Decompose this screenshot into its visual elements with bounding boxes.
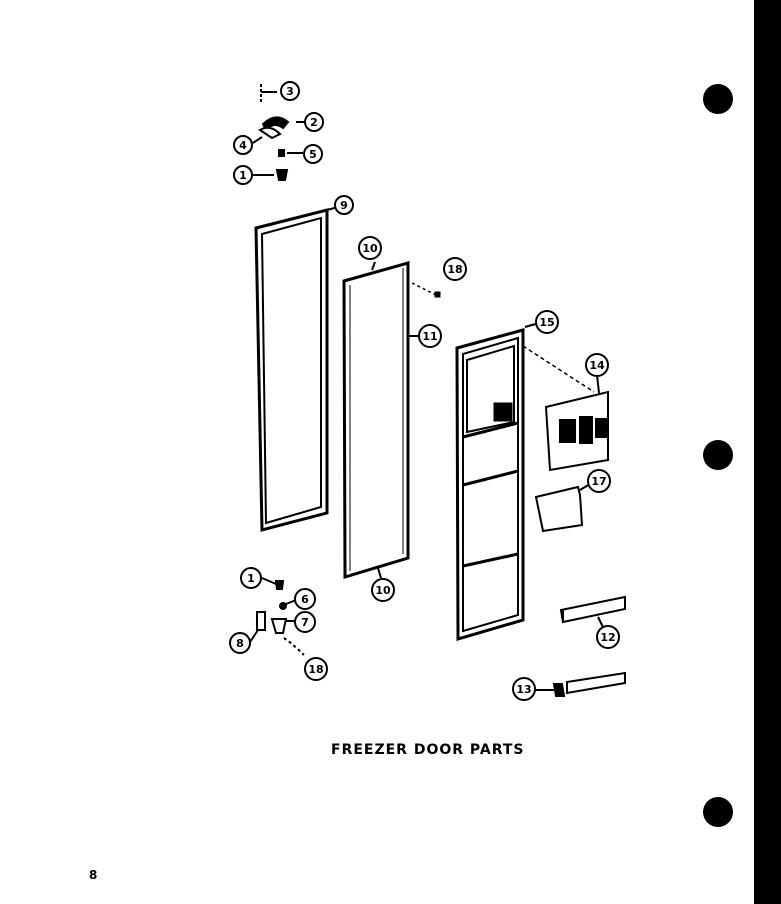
callout-12: 12 bbox=[596, 625, 620, 649]
callout-1-bottom: 1 bbox=[240, 567, 262, 589]
svg-text:1: 1 bbox=[247, 572, 255, 585]
door-gasket bbox=[254, 206, 339, 532]
svg-text:14: 14 bbox=[589, 359, 605, 372]
svg-text:12: 12 bbox=[600, 631, 615, 644]
callout-15: 15 bbox=[535, 310, 559, 334]
svg-text:18: 18 bbox=[308, 663, 323, 676]
svg-text:13: 13 bbox=[516, 683, 531, 696]
callout-7: 7 bbox=[294, 611, 316, 633]
callout-5: 5 bbox=[303, 144, 323, 164]
callout-18-top: 18 bbox=[443, 257, 467, 281]
punch-hole-middle bbox=[703, 440, 733, 470]
callout-10-bottom: 10 bbox=[371, 578, 395, 602]
door-panel bbox=[342, 261, 441, 580]
punch-hole-bottom bbox=[703, 797, 733, 827]
bottom-hinge-assembly bbox=[249, 577, 305, 656]
callout-6: 6 bbox=[294, 588, 316, 610]
callout-18-bottom: 18 bbox=[304, 657, 328, 681]
callout-3: 3 bbox=[280, 81, 300, 101]
svg-text:8: 8 bbox=[236, 637, 244, 650]
svg-text:2: 2 bbox=[310, 116, 318, 129]
callout-2: 2 bbox=[304, 112, 324, 132]
callout-10-top: 10 bbox=[358, 236, 382, 260]
page-number: 8 bbox=[89, 868, 98, 882]
scan-edge-bar bbox=[754, 0, 781, 904]
callout-1-top: 1 bbox=[233, 165, 253, 185]
svg-text:17: 17 bbox=[591, 475, 606, 488]
callout-4: 4 bbox=[233, 135, 253, 155]
door-handle bbox=[559, 595, 626, 628]
svg-text:5: 5 bbox=[309, 148, 317, 161]
svg-text:9: 9 bbox=[340, 199, 348, 212]
svg-text:7: 7 bbox=[301, 616, 309, 629]
callout-9: 9 bbox=[334, 195, 354, 215]
svg-text:15: 15 bbox=[539, 316, 554, 329]
svg-text:1: 1 bbox=[239, 169, 247, 182]
callout-11: 11 bbox=[418, 324, 442, 348]
punch-hole-top bbox=[703, 84, 733, 114]
diagram-title: FREEZER DOOR PARTS bbox=[331, 742, 525, 758]
callout-13: 13 bbox=[512, 677, 536, 701]
trim-strip bbox=[534, 671, 626, 697]
svg-text:11: 11 bbox=[422, 330, 437, 343]
callout-17: 17 bbox=[587, 469, 611, 493]
callout-8: 8 bbox=[229, 632, 251, 654]
top-hinge-assembly bbox=[252, 84, 304, 181]
svg-text:4: 4 bbox=[239, 139, 247, 152]
door-liner bbox=[455, 322, 595, 641]
svg-text:10: 10 bbox=[362, 242, 378, 255]
svg-text:10: 10 bbox=[375, 584, 391, 597]
callout-14: 14 bbox=[585, 353, 609, 377]
svg-text:3: 3 bbox=[286, 85, 294, 98]
svg-text:18: 18 bbox=[447, 263, 462, 276]
svg-text:6: 6 bbox=[301, 593, 309, 606]
callout-bubbles: 3 2 4 5 1 9 10 18 11 15 14 17 10 1 6 7 8… bbox=[229, 81, 620, 701]
dispenser-assembly bbox=[534, 374, 609, 533]
